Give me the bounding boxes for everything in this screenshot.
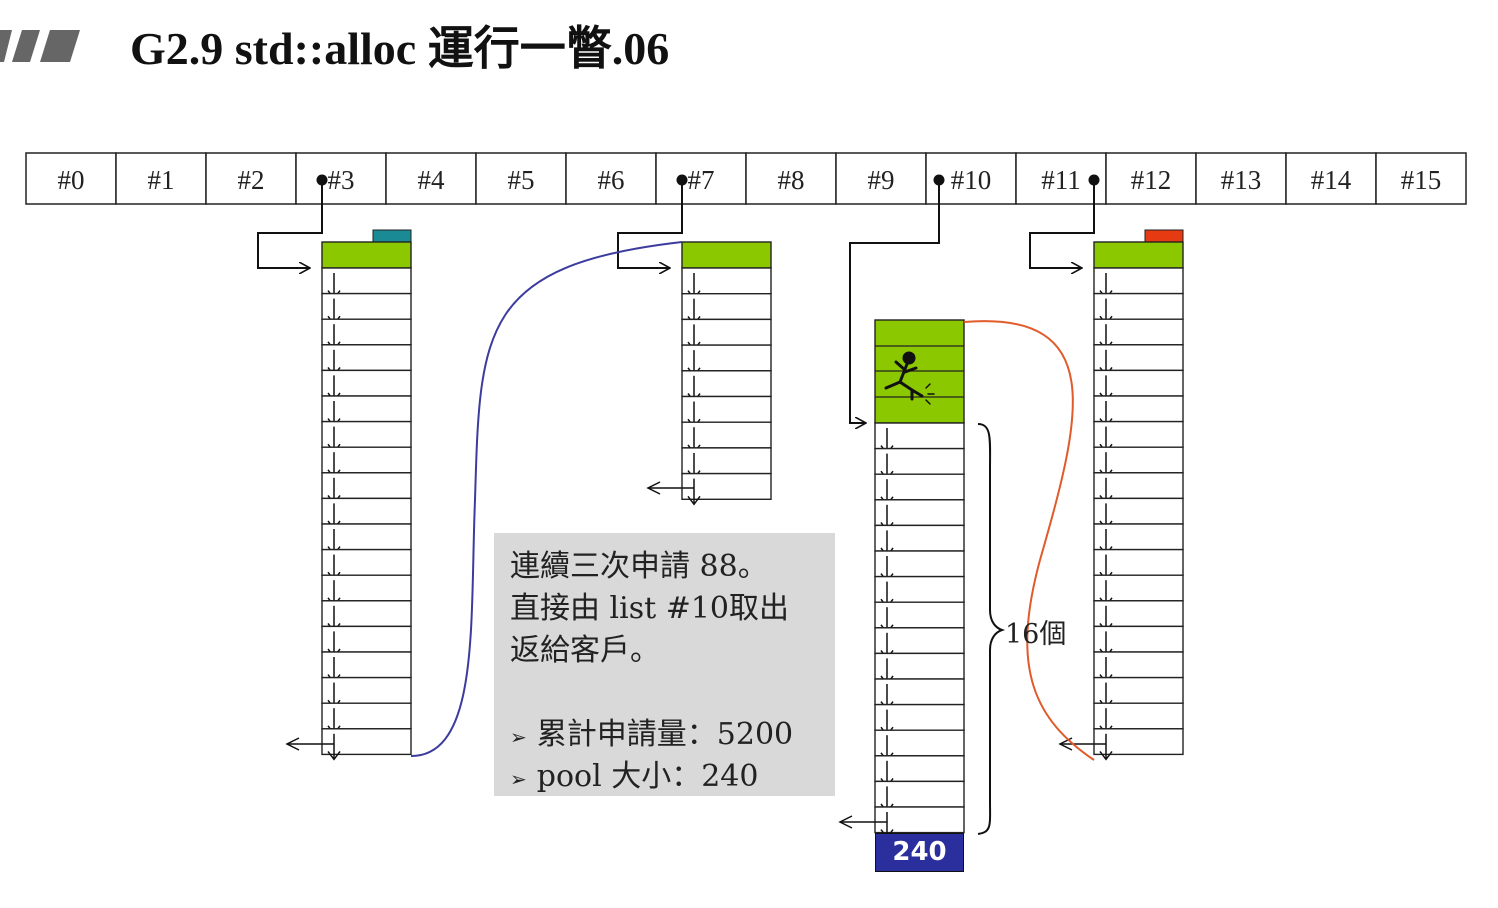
free-chunk (321, 369, 412, 403)
free-list-index-label: #10 (951, 165, 992, 195)
count-brace (977, 423, 1006, 835)
free-list-cell: #7 (655, 152, 747, 205)
free-chunk (874, 575, 965, 609)
free-chunk (681, 472, 772, 506)
note-bullet-1: ➢累計申請量：5200 (510, 717, 794, 752)
chunk-head-green (1093, 241, 1184, 269)
free-chunk (874, 806, 965, 839)
note-line-1: 連續三次申請 88。 (510, 549, 768, 584)
free-list-index-label: #11 (1041, 165, 1081, 195)
orange-link-curve (963, 320, 1095, 761)
free-chunk (681, 370, 772, 403)
running-man-icon (884, 351, 935, 405)
free-chunk (1093, 369, 1184, 403)
pointer-dot (1088, 174, 1100, 186)
free-list-cell: #13 (1195, 152, 1287, 205)
free-list-cell: #14 (1285, 152, 1377, 205)
pointer-dot (676, 174, 688, 186)
teal-tag (372, 229, 412, 243)
free-chunk (874, 550, 965, 583)
free-list-index-label: #4 (418, 165, 446, 195)
free-chunk (1093, 420, 1184, 454)
chunk-head-green (681, 241, 772, 269)
free-chunk (681, 395, 772, 429)
free-list-cell: #2 (205, 152, 297, 205)
null-terminator-arrow (838, 815, 887, 829)
page-title: G2.9 std::alloc 運行一瞥.06 (130, 23, 670, 74)
red-tag (1144, 229, 1184, 243)
free-list-index-label: #3 (328, 165, 355, 195)
free-list-cell: #9 (835, 152, 927, 205)
bullet-arrow-icon: ➢ (510, 725, 527, 749)
chunk-head-green (321, 241, 412, 269)
free-chunk (321, 344, 412, 377)
free-chunk (1093, 651, 1184, 684)
free-list-cell: #4 (385, 152, 477, 205)
free-chunk (321, 600, 412, 633)
null-terminator-arrow (646, 481, 694, 495)
free-chunk (1093, 292, 1184, 326)
free-chunk (321, 728, 412, 761)
note-bullet-2: ➢pool 大小：240 (510, 759, 759, 794)
chunk-list-10 (838, 174, 965, 839)
note-line-2: 直接由 list #10取出 (510, 591, 790, 626)
free-list-index-label: #12 (1131, 165, 1172, 195)
free-list-index-label: #0 (58, 165, 85, 195)
free-list-index-label: #9 (868, 165, 895, 195)
free-chunk (1093, 497, 1184, 531)
free-chunk (874, 755, 965, 788)
pointer-dot (316, 174, 328, 186)
free-chunk (874, 473, 965, 507)
free-list-cell: #3 (295, 152, 387, 205)
blue-link-curve (410, 241, 683, 757)
free-list-index-label: #14 (1311, 165, 1352, 195)
free-chunk (1093, 728, 1184, 761)
free-chunk (874, 652, 965, 686)
free-list-index-label: #13 (1221, 165, 1262, 195)
free-list-index-label: #5 (508, 165, 535, 195)
free-list-cell: #11 (1015, 152, 1107, 205)
free-list-cell: #0 (25, 152, 117, 205)
note-line-3: 返給客戶。 (510, 633, 660, 668)
free-list-cell: #1 (115, 152, 207, 205)
free-list-index-label: #7 (688, 165, 715, 195)
free-list-index-label: #15 (1401, 165, 1442, 195)
title-decoration (0, 30, 80, 62)
free-chunk (321, 523, 412, 556)
free-list-cell: #12 (1105, 152, 1197, 205)
chunk-list-11 (1029, 174, 1184, 761)
info-note: 連續三次申請 88。 直接由 list #10取出 返給客戶。 ➢累計申請量：5… (494, 533, 835, 796)
free-list-cell: #5 (475, 152, 567, 205)
chunk-list-7 (617, 174, 772, 506)
null-terminator-arrow (285, 737, 334, 751)
free-chunk (321, 702, 412, 736)
free-list-index-label: #6 (598, 165, 625, 195)
free-chunk (321, 548, 412, 582)
free-chunk (1093, 574, 1184, 608)
free-chunk (1093, 395, 1184, 428)
free-chunk (1093, 446, 1184, 480)
free-chunk (321, 676, 412, 710)
free-chunk (874, 422, 965, 455)
free-list-cell: #10 (925, 152, 1017, 205)
free-list-cell: #6 (565, 152, 657, 205)
free-list-array: #0 #1 #2 #3 #4 #5 #6 #7 #8 #9 #10 #11 #12 #13 #14 #15 (25, 152, 1467, 205)
free-chunk (874, 627, 965, 660)
chunk-count-label: 16個 (1005, 619, 1067, 650)
free-chunk (874, 524, 965, 558)
free-chunk (874, 780, 965, 814)
free-list-cell: #8 (745, 152, 837, 205)
free-list-index-label: #8 (778, 165, 805, 195)
pool-size-box: 240 (875, 833, 964, 872)
free-list-cell: #15 (1375, 152, 1467, 205)
bullet-arrow-icon: ➢ (510, 767, 527, 791)
free-list-index-label: #2 (238, 165, 265, 195)
pointer-dot (933, 174, 945, 186)
free-list-index-label: #1 (148, 165, 175, 195)
free-chunk (1093, 548, 1184, 582)
free-chunk (321, 497, 412, 531)
chunk-list-3 (257, 174, 412, 761)
